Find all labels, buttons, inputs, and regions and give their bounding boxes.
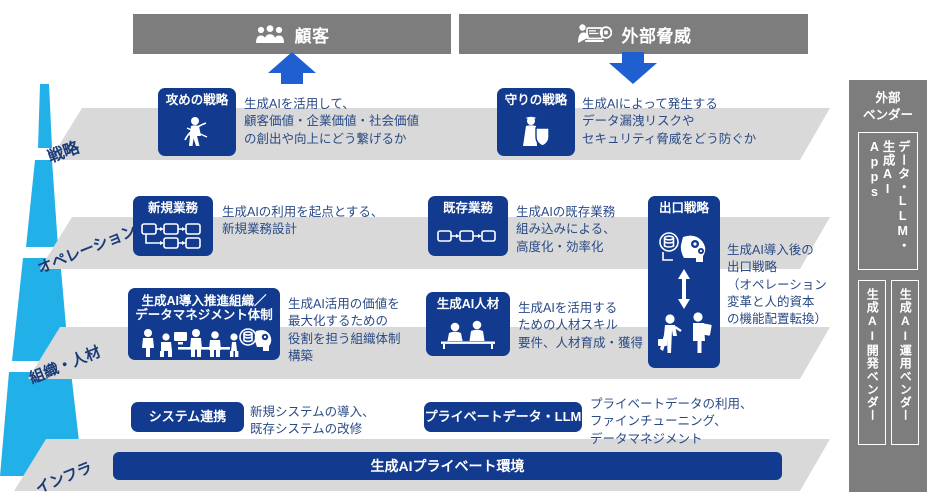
chip-title: 生成AI人材 (436, 297, 500, 311)
process-chain-icon (437, 215, 499, 256)
arrow-up-customer (266, 52, 318, 89)
arrow-down-threat (607, 52, 659, 89)
vendor-box-data-llm-apps[interactable]: データ・LLM・ 生成AI Apps (858, 132, 918, 270)
chip-private-data-llm[interactable]: プライベートデータ・LLM (424, 402, 582, 432)
chip-title: 生成AI導入推進組織／ データマネジメント体制 (135, 294, 273, 323)
vendor-box-ai-dev-vendor[interactable]: 生成AI開発ベンダー (858, 280, 886, 445)
desc-ai-talent: 生成AIを活用する ための人材スキル 要件、人材育成・獲得 (518, 301, 644, 350)
pyramid-segment-strategy (38, 84, 52, 148)
chip-title: 既存業務 (442, 201, 493, 215)
flowchart-icon (140, 215, 206, 256)
chip-ai-talent[interactable]: 生成AI人材 (426, 292, 510, 356)
chip-title: プライベートデータ・LLM (424, 409, 582, 424)
vendor-box-ai-ops-vendor[interactable]: 生成AI運用ベンダー (891, 280, 919, 445)
desc-new-business: 生成AIの利用を起点とする、 新規業務設計 (222, 205, 384, 237)
hacker-laptop-icon (576, 23, 612, 45)
desc-system-integration: 新規システムの導入、 既存システムの改修 (250, 405, 375, 437)
desc-offense-strategy: 生成AIを活用して、 顧客価値・企業価値・社会価値 の創出や向上にどう繋げるか (244, 97, 420, 146)
chip-title: 出口戦略 (658, 201, 709, 215)
header-label-customer: 顧客 (294, 26, 330, 46)
chip-offense-strategy[interactable]: 攻めの戦略 (158, 88, 236, 156)
chip-title: 守りの戦略 (504, 93, 568, 107)
pyramid-segment-organization (12, 258, 69, 361)
chip-title: 新規業務 (147, 201, 198, 215)
chip-exit-strategy[interactable]: 出口戦略 (648, 196, 720, 368)
chip-ai-promotion-org[interactable]: 生成AI導入推進組織／ データマネジメント体制 (128, 288, 280, 360)
pyramid-segment-operations (26, 160, 58, 247)
two-people-desk-icon (438, 311, 498, 356)
head-gears-people-icon (655, 215, 713, 368)
desc-ai-promotion-org: 生成AI活用の価値を 最大化するための 役割を担う組織体制 構築 (288, 297, 401, 363)
bar-ai-private-environment[interactable]: 生成AIプライベート環境 (113, 452, 782, 480)
band-strategy (50, 108, 830, 160)
team-meeting-icon (136, 323, 272, 360)
desc-private-data-llm: プライベートデータの利用、 ファインチューニング、 データマネジメント (590, 397, 753, 446)
chip-system-integration[interactable]: システム連携 (131, 402, 244, 432)
people-group-icon (255, 24, 285, 44)
chip-defense-strategy[interactable]: 守りの戦略 (497, 88, 575, 156)
chip-title: 攻めの戦略 (165, 93, 229, 107)
archer-icon (180, 107, 214, 156)
header-bar-external-threat: 外部脅威 (459, 14, 808, 54)
vendor-line-1: 生成AI運用ベンダー (898, 288, 913, 422)
desc-exit-strategy: 生成AI導入後の 出口戦略 （オペレーション 変革と人的資本 の機能配置転換） (727, 243, 828, 326)
bar-label: 生成AIプライベート環境 (370, 458, 525, 474)
chip-title: システム連携 (148, 409, 227, 424)
vendor-line-1: 生成AI開発ベンダー (865, 288, 880, 422)
chip-existing-business[interactable]: 既存業務 (428, 196, 508, 256)
desc-existing-business: 生成AIの既存業務 組み込みによる、 高度化・効率化 (516, 205, 616, 254)
vendor-panel-title: 外部 ベンダー (862, 91, 913, 122)
desc-defense-strategy: 生成AIによって発生する データ漏洩リスクや セキュリティ脅威をどう防ぐか (582, 97, 757, 146)
shield-guard-icon (518, 107, 554, 156)
header-bar-customer: 顧客 (133, 14, 451, 54)
header-label-external-threat: 外部脅威 (621, 26, 692, 46)
chip-new-business[interactable]: 新規業務 (133, 196, 213, 256)
vendor-line-1: データ・LLM・ (895, 140, 910, 253)
vendor-panel: 外部 ベンダー データ・LLM・ 生成AI Apps 生成AI開発ベンダー 生成… (849, 80, 927, 492)
vendor-line-2: 生成AI Apps (867, 140, 895, 200)
